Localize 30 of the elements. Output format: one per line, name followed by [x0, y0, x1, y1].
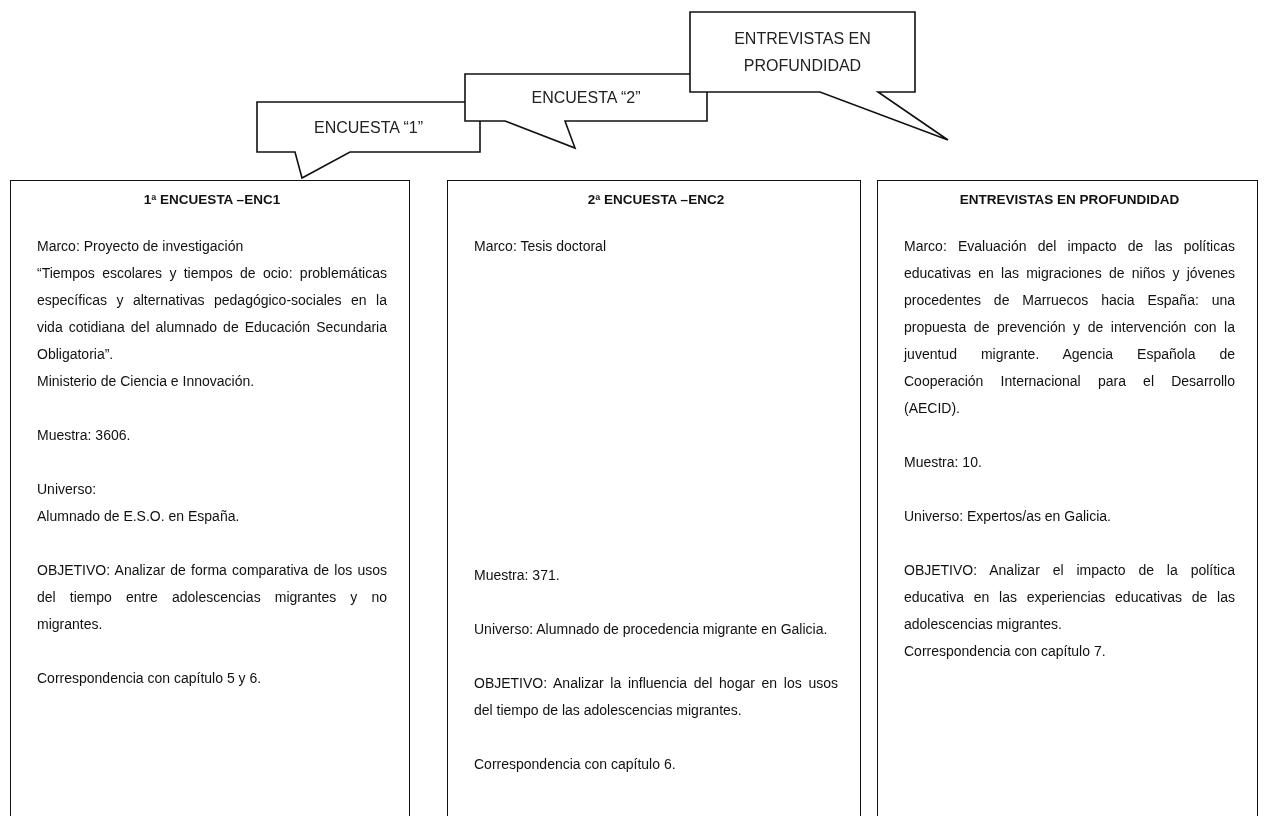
- panel-text: Muestra: 3606.: [37, 426, 132, 445]
- info-panel: [877, 180, 1258, 816]
- bubble-label: ENTREVISTAS EN PROFUNDIDAD: [733, 29, 872, 76]
- panel-text: Alumnado de E.S.O. en España.: [37, 507, 241, 526]
- panel-text: Universo: Alumnado de procedencia migrante en Galicia.: [474, 620, 829, 639]
- panel-text: OBJETIVO: Analizar el impacto de la política educativa en las experiencias educativas de las adolescencias migrantes.: [904, 561, 1235, 634]
- panel-text: “Tiempos escolares y tiempos de ocio: problemáticas específicas y alternativas pedagógico-sociales en la vida cotidiana del alumnado de Educación Secundaria Obligatoria”.: [37, 264, 387, 364]
- speech-bubble: [690, 12, 948, 140]
- panel-text: Universo:: [37, 480, 98, 499]
- speech-bubble: [465, 74, 707, 148]
- panel-text: Correspondencia con capítulo 6.: [474, 755, 677, 774]
- panel-text: Ministerio de Ciencia e Innovación.: [37, 372, 256, 391]
- panel-text: OBJETIVO: Analizar la influencia del hogar en los usos del tiempo de las adolescencias migrantes.: [474, 674, 838, 720]
- panel-text: Universo: Expertos/as en Galicia.: [904, 507, 1112, 526]
- speech-bubble: [257, 102, 480, 178]
- panel-text: Correspondencia con capítulo 5 y 6.: [37, 669, 263, 688]
- panel-heading: 2ª ENCUESTA –ENC2: [586, 191, 726, 209]
- panel-text: Correspondencia con capítulo 7.: [904, 642, 1107, 661]
- panel-text: Muestra: 10.: [904, 453, 983, 472]
- panel-text: Marco: Evaluación del impacto de las políticas educativas en las migraciones de niños y jóvenes procedentes de Marruecos hacia España: una propuesta de prevención y de intervención con la juventud migrante. Agencia Española de Cooperación Internacional para el Desarrollo (AECID).: [904, 237, 1235, 418]
- panel-text: Muestra: 371.: [474, 566, 561, 585]
- bubble-label: ENCUESTA “1”: [313, 117, 424, 138]
- panel-heading: 1ª ENCUESTA –ENC1: [142, 191, 282, 209]
- panel-heading: ENTREVISTAS EN PROFUNDIDAD: [958, 191, 1181, 209]
- bubble-label: ENCUESTA “2”: [531, 88, 641, 108]
- info-panel: [447, 180, 861, 816]
- panel-text: Marco: Tesis doctoral: [474, 237, 607, 256]
- panel-text: Marco: Proyecto de investigación: [37, 237, 245, 256]
- panel-text: OBJETIVO: Analizar de forma comparativa de los usos del tiempo entre adolescencias migrantes y no migrantes.: [37, 561, 387, 634]
- info-panel: [10, 180, 410, 816]
